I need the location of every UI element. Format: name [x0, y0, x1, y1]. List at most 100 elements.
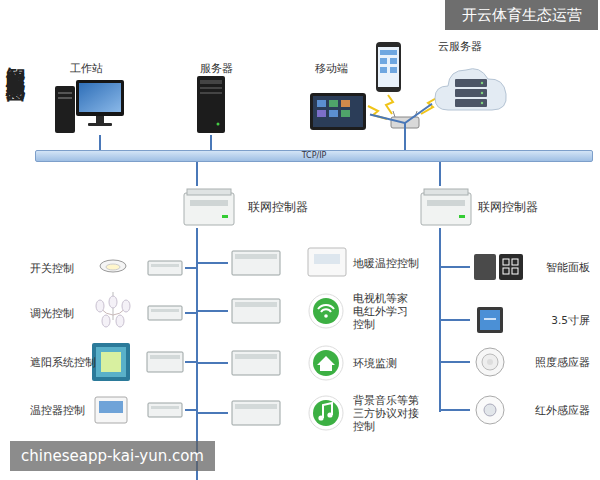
- downlight-icon: [100, 260, 126, 272]
- controller-label: 联网控制器: [248, 201, 308, 214]
- infrared-icon: [309, 294, 343, 328]
- din-module-strip: [235, 254, 277, 259]
- controller-node: 联网控制器: [418, 186, 568, 228]
- controller-module: [424, 189, 468, 195]
- smart-panel-icon: [503, 259, 509, 265]
- workstation-illustration: [79, 83, 121, 112]
- infrared-icon: [324, 314, 328, 318]
- connector-line: [440, 228, 470, 410]
- workstation-illustration: [58, 92, 72, 94]
- connector-line: [210, 135, 212, 150]
- din-module: [147, 251, 280, 425]
- item-label: 背景音乐等第三方协议对接控制: [353, 394, 428, 433]
- sensor-item: 照度感应器: [470, 340, 595, 384]
- sensor-item: 智能面板: [470, 245, 595, 289]
- cloud-illustration: [481, 102, 483, 104]
- floor-heating-panel-icon: [308, 248, 346, 276]
- shade-panel-icon: [92, 343, 130, 381]
- phone-illustration: [376, 42, 401, 92]
- tablet-illustration: [313, 96, 363, 127]
- connector-line: [439, 162, 441, 186]
- chandelier-icon: [102, 315, 110, 327]
- item-label: 温控器控制: [30, 404, 85, 417]
- item-label: 开关控制: [30, 262, 74, 275]
- din-module-strip: [151, 264, 179, 267]
- controller-module: [190, 200, 228, 206]
- connector-line: [197, 228, 228, 413]
- touch-screen-icon: [480, 310, 500, 330]
- environment-icon: [313, 350, 339, 376]
- din-module: [148, 306, 182, 320]
- control-item: 开关控制: [25, 248, 185, 288]
- item-label: 照度感应器: [535, 356, 590, 369]
- floor-heating-panel-icon: [314, 254, 340, 264]
- server-illustration: [197, 76, 225, 133]
- din-module-strip: [235, 404, 277, 409]
- environment-icon: [309, 346, 343, 380]
- watermark: chineseapp-kai-yun.com: [10, 441, 215, 471]
- controller-module: [459, 215, 465, 218]
- illuminance-sensor-icon: [476, 348, 504, 376]
- control-item: 调光控制: [25, 293, 185, 333]
- tablet-illustration: [329, 110, 338, 117]
- phone-illustration: [378, 47, 399, 87]
- din-module: [232, 251, 280, 275]
- device-label: 移动端: [315, 62, 348, 75]
- device-node: 云服务器: [432, 40, 507, 115]
- cloud-illustration: [455, 99, 487, 107]
- control-item: 环境监测: [228, 341, 428, 385]
- watermark: 开云体育生态运营: [445, 0, 598, 30]
- din-module: [232, 299, 280, 323]
- shade-panel-icon: [96, 347, 126, 377]
- din-module-strip: [151, 406, 179, 409]
- smart-panel-icon: [503, 268, 509, 274]
- music-icon: [309, 396, 343, 430]
- chandelier-icon: [116, 315, 124, 327]
- touch-screen-icon: [477, 307, 503, 333]
- smart-panel-icon: [512, 259, 518, 265]
- controller-label: 联网控制器: [478, 201, 538, 214]
- tablet-illustration: [341, 100, 350, 107]
- phone-illustration: [380, 50, 397, 55]
- chandelier-icon: [122, 300, 130, 312]
- workstation-illustration: [55, 86, 75, 133]
- din-module: [232, 401, 280, 425]
- connector-line: [99, 135, 101, 150]
- cloud-illustration: [455, 79, 487, 87]
- connector-line: [185, 228, 197, 313]
- infrared-sensor-icon: [476, 396, 504, 424]
- shade-panel-icon: [92, 343, 130, 381]
- device-node: 工作站: [50, 62, 130, 135]
- shade-panel-icon: [101, 352, 121, 372]
- server-illustration: [200, 80, 222, 84]
- network-bus: TCP/IP: [35, 150, 593, 162]
- cloud-illustration: [455, 89, 487, 97]
- item-label: 红外感应器: [535, 404, 590, 417]
- connector-line: [197, 228, 228, 263]
- environment-icon: [309, 346, 343, 380]
- infrared-icon: [321, 309, 331, 312]
- infrared-sensor-icon: [476, 396, 504, 424]
- item-label: 智能面板: [546, 261, 590, 274]
- din-module-strip: [151, 309, 179, 312]
- controller-node: 联网控制器: [178, 186, 328, 228]
- infrared-icon: [313, 298, 339, 324]
- device-label: 服务器: [200, 62, 233, 75]
- cloud-illustration: [435, 69, 506, 110]
- controller-module: [184, 189, 471, 225]
- wireless-bolt: [386, 95, 393, 114]
- chandelier-icon: [96, 292, 130, 327]
- item-label: 3.5寸屏: [551, 314, 590, 327]
- bus-label: TCP/IP: [36, 151, 592, 161]
- phone-illustration: [390, 58, 397, 64]
- touch-screen-icon: [484, 318, 496, 320]
- trunk-wire: [197, 228, 440, 480]
- din-module: [232, 351, 280, 375]
- workstation-illustration: [88, 123, 112, 126]
- tablet-illustration: [317, 100, 326, 107]
- cloud-illustration: [481, 92, 483, 94]
- sensor-item: 3.5寸屏: [470, 298, 595, 342]
- workstation-illustration: [55, 80, 124, 133]
- sensor-item: 红外感应器: [470, 388, 595, 432]
